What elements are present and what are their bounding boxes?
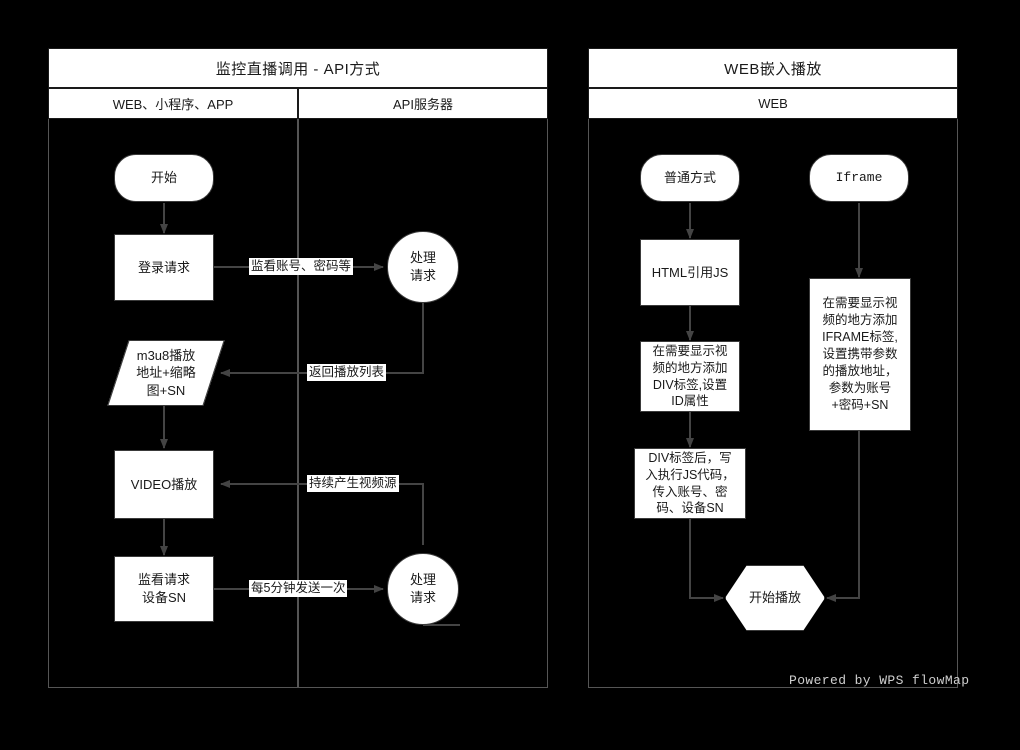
lane-head-web-label: WEB、小程序、APP — [112, 97, 234, 112]
panel-left-title-text: 监控直播调用 - API方式 — [215, 60, 381, 78]
node-m3u8-playlist[interactable]: m3u8播放 地址+缩略 图+SN — [107, 340, 225, 406]
lane-head-web2-label: WEB — [758, 96, 788, 111]
node-handle-request-2-label: 处理 请求 — [409, 572, 436, 605]
lane-head-web: WEB、小程序、APP — [48, 88, 298, 119]
node-video-play[interactable]: VIDEO播放 — [114, 450, 214, 519]
node-div-tag-label: 在需要显示视 频的地方添加 DIV标签,设置 ID属性 — [652, 343, 728, 409]
lane-head-web2: WEB — [588, 88, 958, 119]
panel-right-title: WEB嵌入播放 — [588, 48, 958, 88]
node-start-play-label: 开始播放 — [748, 590, 801, 606]
node-html-include-js-label: HTML引用JS — [651, 264, 729, 280]
hexagon-shape — [725, 565, 825, 631]
node-m3u8-playlist-label: m3u8播放 地址+缩略 图+SN — [136, 347, 196, 398]
node-start[interactable]: 开始 — [114, 154, 214, 202]
node-js-code[interactable]: DIV标签后，写 入执行JS代码， 传入账号、密 码、设备SN — [634, 448, 746, 519]
panel-right-title-text: WEB嵌入播放 — [724, 60, 822, 78]
node-html-include-js[interactable]: HTML引用JS — [640, 239, 740, 306]
node-handle-request-2[interactable]: 处理 请求 — [387, 553, 459, 625]
watermark-text: Powered by WPS flowMap — [789, 673, 970, 688]
node-normal-way-label: 普通方式 — [663, 170, 716, 186]
node-video-play-label: VIDEO播放 — [130, 476, 198, 492]
node-iframe[interactable]: Iframe — [809, 154, 909, 202]
node-start-label: 开始 — [150, 170, 177, 186]
node-login-request[interactable]: 登录请求 — [114, 234, 214, 301]
lane-head-api-label: API服务器 — [393, 97, 453, 112]
node-monitor-request-label: 监看请求 设备SN — [137, 572, 190, 605]
edge-label-handle-to-m3u8-text: 返回播放列表 — [309, 365, 385, 379]
edge-label-login-to-handle-text: 监看账号、密码等 — [251, 259, 352, 273]
node-js-code-label: DIV标签后，写 入执行JS代码， 传入账号、密 码、设备SN — [645, 450, 735, 516]
node-iframe-label: Iframe — [835, 170, 883, 186]
watermark: Powered by WPS flowMap — [789, 673, 969, 688]
node-handle-request-1-label: 处理 请求 — [409, 250, 436, 283]
edge-label-login-to-handle: 监看账号、密码等 — [249, 258, 354, 275]
edge-label-stream-source: 持续产生视频源 — [307, 475, 399, 492]
edge-label-handle-to-m3u8: 返回播放列表 — [307, 364, 387, 381]
node-div-tag[interactable]: 在需要显示视 频的地方添加 DIV标签,设置 ID属性 — [640, 341, 740, 412]
node-normal-way[interactable]: 普通方式 — [640, 154, 740, 202]
node-start-play[interactable]: 开始播放 — [725, 565, 825, 631]
node-monitor-request[interactable]: 监看请求 设备SN — [114, 556, 214, 622]
lane-divider-left-panel — [297, 119, 299, 688]
panel-left-title: 监控直播调用 - API方式 — [48, 48, 548, 88]
edge-label-heartbeat-text: 每5分钟发送一次 — [251, 581, 346, 595]
lane-head-api: API服务器 — [298, 88, 548, 119]
node-iframe-tag-label: 在需要显示视 频的地方添加 IFRAME标签, 设置携带参数 的播放地址， 参数… — [822, 296, 898, 412]
edge-label-heartbeat: 每5分钟发送一次 — [249, 580, 348, 597]
node-handle-request-1[interactable]: 处理 请求 — [387, 231, 459, 303]
edge-label-stream-source-text: 持续产生视频源 — [309, 476, 397, 490]
node-login-request-label: 登录请求 — [137, 259, 190, 275]
node-iframe-tag[interactable]: 在需要显示视 频的地方添加 IFRAME标签, 设置携带参数 的播放地址， 参数… — [809, 278, 911, 431]
